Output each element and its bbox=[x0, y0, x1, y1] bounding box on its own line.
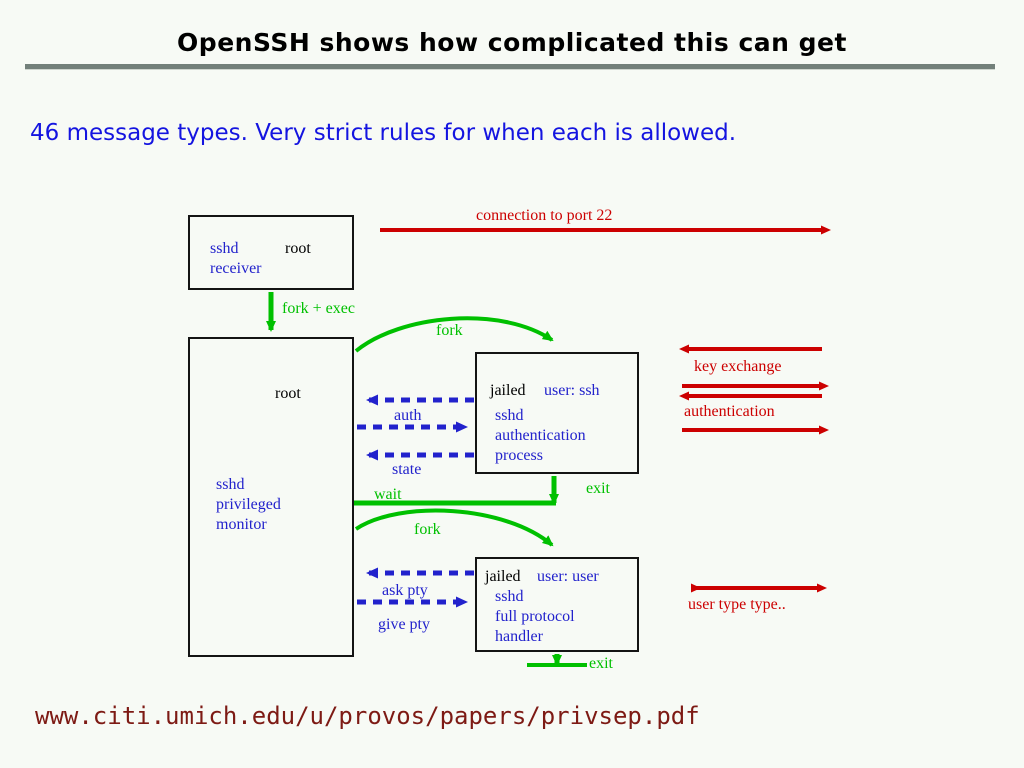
handler-line-2: full protocol bbox=[495, 608, 575, 625]
sshd-privileged-monitor-box[interactable]: root sshd privileged monitor bbox=[188, 337, 354, 657]
monitor-user-label: root bbox=[275, 385, 301, 402]
receiver-primary-label: sshd bbox=[210, 240, 239, 257]
handler-line-3: handler bbox=[495, 628, 543, 645]
handler-user-label: user: user bbox=[537, 568, 599, 585]
monitor-line-2: privileged bbox=[216, 496, 281, 513]
label-connection-to-port-22: connection to port 22 bbox=[476, 207, 613, 224]
label-fork-exec: fork + exec bbox=[282, 300, 355, 317]
monitor-line-1: sshd bbox=[216, 476, 245, 493]
label-user-type: user type type.. bbox=[688, 596, 786, 613]
label-fork-auth: fork bbox=[436, 322, 463, 339]
label-key-exchange: key exchange bbox=[694, 358, 782, 375]
auth-line-2: authentication bbox=[495, 427, 586, 444]
title-divider bbox=[25, 64, 995, 70]
label-ask-pty: ask pty bbox=[382, 582, 428, 599]
handler-jail-label: jailed bbox=[485, 568, 521, 585]
handler-exit-arrow bbox=[527, 654, 587, 667]
auth-line-3: process bbox=[495, 447, 543, 464]
jailed-auth-process-box[interactable]: jailed user: ssh sshd authentication pro… bbox=[475, 352, 639, 474]
auth-jail-label: jailed bbox=[490, 382, 526, 399]
source-url: www.citi.umich.edu/u/provos/papers/privs… bbox=[35, 702, 700, 730]
label-give-pty: give pty bbox=[378, 616, 430, 633]
monitor-line-3: monitor bbox=[216, 516, 267, 533]
page-title: OpenSSH shows how complicated this can g… bbox=[177, 28, 847, 57]
auth-line-1: sshd bbox=[495, 407, 524, 424]
receiver-user-label: root bbox=[285, 240, 311, 257]
fork-to-handler-arrow bbox=[354, 508, 554, 547]
label-authentication: authentication bbox=[684, 403, 775, 420]
sshd-receiver-box[interactable]: sshd root receiver bbox=[188, 215, 354, 290]
handler-line-1: sshd bbox=[495, 588, 524, 605]
receiver-line-1: receiver bbox=[210, 260, 262, 277]
label-exit-handler: exit bbox=[589, 655, 613, 672]
label-wait: wait bbox=[374, 486, 402, 503]
label-auth: auth bbox=[394, 407, 422, 424]
auth-user-label: user: ssh bbox=[544, 382, 600, 399]
label-exit-auth: exit bbox=[586, 480, 610, 497]
label-fork-handler: fork bbox=[414, 521, 441, 538]
jailed-full-protocol-handler-box[interactable]: jailed user: user sshd full protocol han… bbox=[475, 557, 639, 652]
label-state: state bbox=[392, 461, 422, 478]
subtitle-text: 46 message types. Very strict rules for … bbox=[30, 120, 737, 146]
